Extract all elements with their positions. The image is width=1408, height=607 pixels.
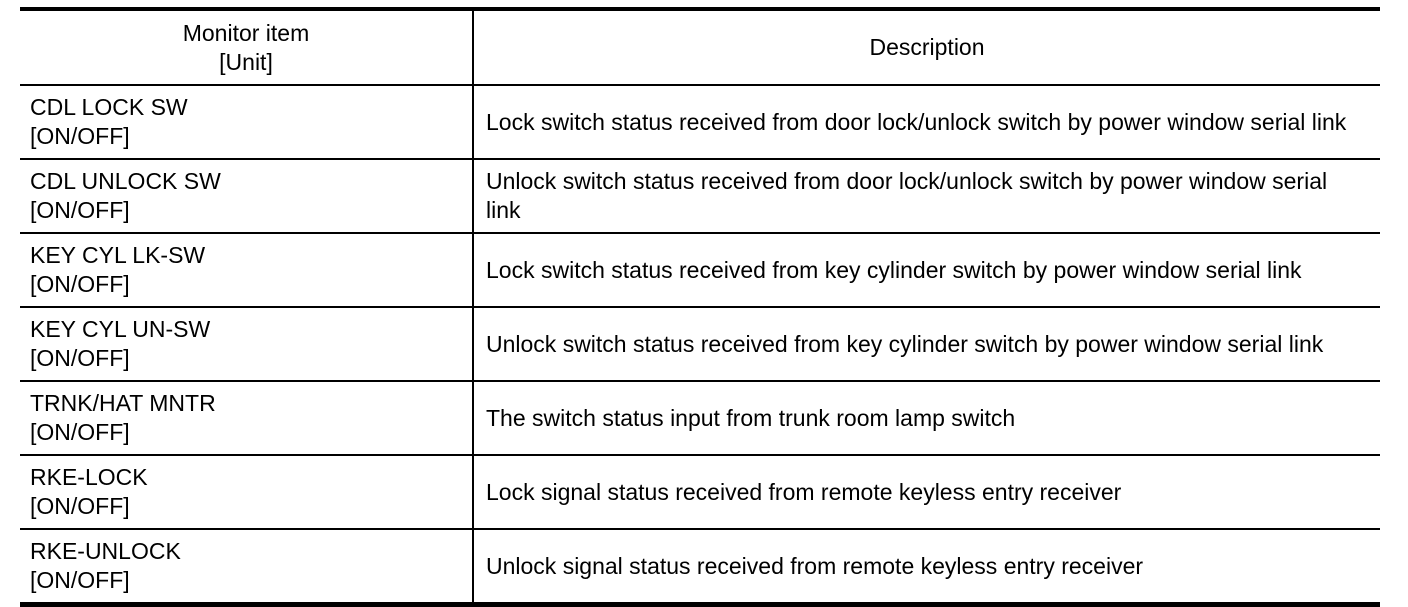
monitor-item-unit: [ON/OFF] [30, 271, 130, 297]
monitor-item-cell: KEY CYL UN-SW [ON/OFF] [20, 307, 474, 382]
monitor-item-cell: CDL LOCK SW [ON/OFF] [20, 85, 474, 160]
description-cell: The switch status input from trunk room … [473, 381, 1380, 456]
header-row: Monitor item [Unit] Description [20, 9, 1380, 86]
description-cell: Lock switch status received from key cyl… [473, 233, 1380, 308]
monitor-item-table: Monitor item [Unit] Description CDL LOCK… [20, 7, 1380, 607]
description-header-cell: Description [473, 9, 1380, 86]
monitor-item-unit: [ON/OFF] [30, 197, 130, 223]
monitor-item-cell: KEY CYL LK-SW [ON/OFF] [20, 233, 474, 308]
monitor-item-cell: TRNK/HAT MNTR [ON/OFF] [20, 381, 474, 456]
table-row: KEY CYL UN-SW [ON/OFF] Unlock switch sta… [20, 307, 1380, 382]
description-cell: Lock signal status received from remote … [473, 455, 1380, 530]
description-cell: Unlock switch status received from key c… [473, 307, 1380, 382]
monitor-item-cell: CDL UNLOCK SW [ON/OFF] [20, 159, 474, 234]
monitor-item-cell: RKE-LOCK [ON/OFF] [20, 455, 474, 530]
monitor-item-name: CDL LOCK SW [30, 94, 188, 120]
table-row: TRNK/HAT MNTR [ON/OFF] The switch status… [20, 381, 1380, 456]
description-cell: Unlock signal status received from remot… [473, 529, 1380, 606]
monitor-item-header-cell: Monitor item [Unit] [20, 9, 474, 86]
monitor-item-name: TRNK/HAT MNTR [30, 390, 216, 416]
monitor-item-header-line1: Monitor item [182, 19, 310, 46]
table-row: RKE-UNLOCK [ON/OFF] Unlock signal status… [20, 529, 1380, 606]
table-body: CDL LOCK SW [ON/OFF] Lock switch status … [20, 85, 1380, 606]
monitor-item-name: KEY CYL LK-SW [30, 242, 206, 268]
monitor-item-name: RKE-UNLOCK [30, 538, 181, 564]
monitor-item-unit: [ON/OFF] [30, 123, 130, 149]
monitor-item-unit: [ON/OFF] [30, 345, 130, 371]
monitor-item-cell: RKE-UNLOCK [ON/OFF] [20, 529, 474, 606]
monitor-item-name: RKE-LOCK [30, 464, 148, 490]
table-row: CDL LOCK SW [ON/OFF] Lock switch status … [20, 85, 1380, 160]
monitor-item-unit: [ON/OFF] [30, 493, 130, 519]
monitor-item-name: CDL UNLOCK SW [30, 168, 221, 194]
description-cell: Lock switch status received from door lo… [473, 85, 1380, 160]
monitor-item-unit: [ON/OFF] [30, 567, 130, 593]
monitor-item-name: KEY CYL UN-SW [30, 316, 211, 342]
description-cell: Unlock switch status received from door … [473, 159, 1380, 234]
table-row: RKE-LOCK [ON/OFF] Lock signal status rec… [20, 455, 1380, 530]
monitor-item-unit: [ON/OFF] [30, 419, 130, 445]
table-row: CDL UNLOCK SW [ON/OFF] Unlock switch sta… [20, 159, 1380, 234]
monitor-item-header-line2: [Unit] [219, 48, 273, 75]
table-header: Monitor item [Unit] Description [20, 9, 1380, 86]
table-row: KEY CYL LK-SW [ON/OFF] Lock switch statu… [20, 233, 1380, 308]
